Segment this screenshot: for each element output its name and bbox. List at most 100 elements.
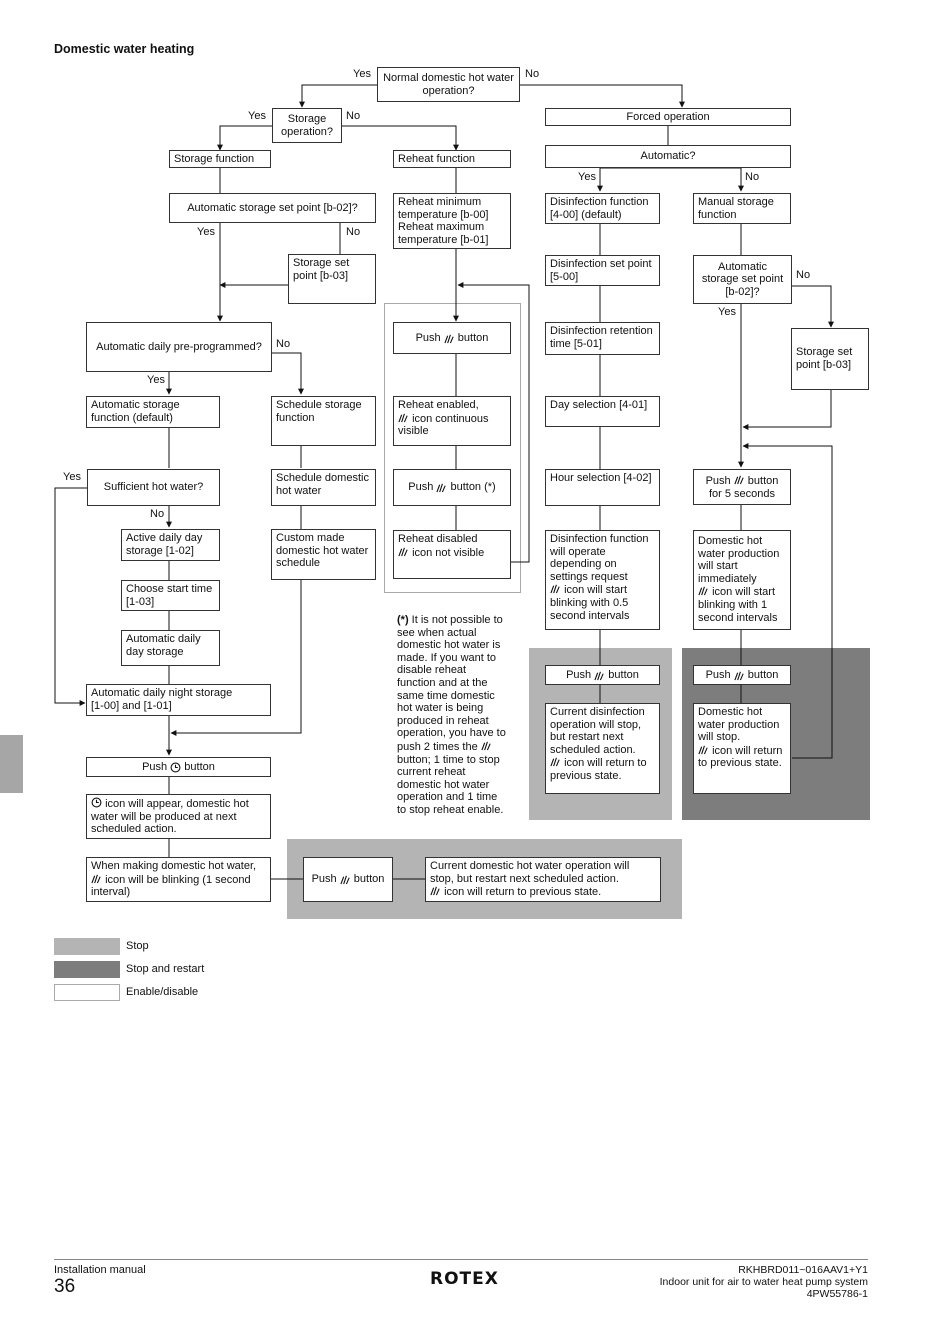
clock-icon-appear-box: icon will appear, domestic hot water wil… [86, 794, 271, 839]
reheat-disabled-text-2: icon not visible [412, 546, 485, 559]
page-title: Domestic water heating [54, 42, 195, 56]
hour-selection-box: Hour selection [4-02] [545, 469, 660, 506]
edge-sufficient-yes [54, 487, 87, 706]
disinfection-setpoint-box: Disinfection set point [5-00] [545, 255, 660, 286]
brand-logo: ROTEX [430, 1269, 499, 1289]
reheat-temperatures-box: Reheat minimum temperature [b-00] Reheat… [393, 193, 511, 249]
hot-water-tap-icon [550, 583, 561, 594]
making-dhw-text: When making domestic hot water, [91, 860, 257, 872]
forced-operation-box: Forced operation [545, 108, 791, 126]
choose-start-time-box: Choose start time [1-03] [121, 580, 220, 611]
push-clock-button[interactable]: Push button [86, 757, 271, 777]
auto-storage-default-box: Automatic storage function (default) [86, 396, 220, 428]
reheat-disabled-box: Reheat disabled icon not visible [393, 530, 511, 579]
dhw-start-text-2: icon will start blinking with 1 second i… [698, 586, 778, 624]
label-no: No [346, 226, 361, 238]
dhw-stop-text: Domestic hot water production will stop. [698, 706, 780, 744]
button-label: button [747, 668, 779, 681]
retention-time-box: Disinfection retention time [5-01] [545, 322, 660, 355]
edge-storage2-merge [742, 390, 832, 430]
legend-swatch-enable-disable [54, 984, 120, 1001]
disinfection-stop-text-2: icon will return to previous state. [550, 757, 647, 782]
hot-water-tap-icon [698, 744, 709, 755]
button-label: button [353, 873, 385, 886]
push-disinfection-button[interactable]: Push button [545, 665, 660, 685]
custom-schedule-box: Custom made domestic hot water schedule [271, 529, 376, 580]
current-dhw-stop-box: Current domestic hot water operation wil… [425, 857, 661, 902]
dhw-stop-box: Domestic hot water production will stop.… [693, 703, 791, 794]
clock-icon [91, 797, 102, 808]
push-5-seconds-button[interactable]: Push button for 5 seconds [693, 469, 791, 505]
manual-storage-box: Manual storage function [693, 193, 791, 224]
hot-water-tap-icon [398, 546, 409, 557]
button-label: button [457, 331, 489, 344]
push-reheat-button[interactable]: Push button [393, 322, 511, 354]
hot-water-tap-icon [398, 412, 409, 423]
push-stop-button[interactable]: Push button [303, 857, 393, 902]
footer-model: RKHBRD011~016AAV1+Y1 [738, 1264, 868, 1276]
edge-normal-no [520, 84, 685, 108]
footer-doc-number: 4PW55786-1 [806, 1288, 868, 1300]
storage-setpoint-box-2: Storage set point [b-03] [791, 328, 869, 390]
edge-custom-merge [170, 580, 302, 736]
current-dhw-stop-text: Current domestic hot water operation wil… [430, 860, 630, 885]
making-dhw-text-2: icon will be blinking (1 second interval… [91, 873, 251, 899]
legend-swatch-stop [54, 938, 120, 955]
reheat-disabled-text: Reheat disabled [398, 533, 478, 545]
enable-disable-region [384, 303, 521, 593]
footer-info: RKHBRD011~016AAV1+Y1 Indoor unit for air… [660, 1264, 868, 1300]
disinfection-operate-text: Disinfection function will operate depen… [550, 533, 649, 583]
label-no: No [796, 269, 811, 281]
hot-water-tap-icon [550, 756, 561, 767]
hot-water-tap-icon [594, 670, 605, 681]
edge-disabled-loop [457, 282, 530, 563]
disinfection-stop-text: Current disinfection operation will stop… [550, 706, 645, 756]
edge-storage-no [342, 125, 459, 151]
push-label: Push [142, 760, 168, 773]
disinfection-stop-box: Current disinfection operation will stop… [545, 703, 660, 794]
button-label: button [608, 668, 639, 681]
legend-label-enable-disable: Enable/disable [126, 986, 199, 998]
push-label: Push [415, 331, 441, 344]
label-no: No [150, 508, 165, 520]
hot-water-tap-icon [481, 740, 492, 751]
reheat-enabled-text-2: icon continuous visible [398, 412, 489, 438]
hot-water-tap-icon [91, 873, 102, 884]
label-no: No [346, 110, 361, 122]
footer-manual: Installation manual [54, 1264, 146, 1276]
chapter-tab [0, 735, 23, 793]
push-manual-button[interactable]: Push button [693, 665, 791, 685]
night-storage-box: Automatic daily night storage [1-00] and… [86, 684, 271, 716]
schedule-dhw-box: Schedule domestic hot water [271, 469, 376, 506]
label-yes: Yes [353, 68, 371, 80]
current-dhw-stop-text-2: icon will return to previous state. [444, 886, 602, 899]
footer-description: Indoor unit for air to water heat pump s… [659, 1276, 868, 1288]
storage-function-box: Storage function [169, 150, 271, 168]
label-yes: Yes [718, 306, 736, 318]
label-no: No [745, 171, 760, 183]
normal-dhw-decision: Normal domestic hot water operation? [377, 67, 520, 102]
footnote-marker: (*) [397, 614, 409, 626]
storage-operation-decision: Storage operation? [272, 108, 342, 143]
disinfection-operate-text-2: icon will start blinking with 0.5 second… [550, 584, 630, 622]
page-number: 36 [54, 1276, 76, 1297]
active-daily-storage-box: Active daily day storage [1-02] [121, 529, 220, 561]
auto-setpoint-decision: Automatic storage set point [b-02]? [169, 193, 376, 223]
edge-dhwstop-loop [742, 443, 833, 759]
dhw-start-text: Domestic hot water production will start… [698, 535, 780, 585]
label-no: No [276, 338, 291, 350]
legend-label-stop-restart: Stop and restart [126, 963, 205, 975]
footer-rule [54, 1259, 868, 1260]
edge-storage-yes [217, 125, 272, 151]
hot-water-tap-icon [698, 585, 709, 596]
disinfection-function-box: Disinfection function [4-00] (default) [545, 193, 660, 224]
making-dhw-box: When making domestic hot water, icon wil… [86, 857, 271, 902]
push-reheat-button-2[interactable]: Push button (*) [393, 469, 511, 506]
footnote-text-2: button; 1 time to stop current reheat do… [397, 753, 504, 816]
auto-daily-day-box: Automatic daily day storage [121, 630, 220, 666]
clock-icon [170, 762, 181, 773]
hot-water-tap-icon [444, 333, 455, 344]
footnote-text: It is not possible to see when actual do… [397, 614, 506, 753]
